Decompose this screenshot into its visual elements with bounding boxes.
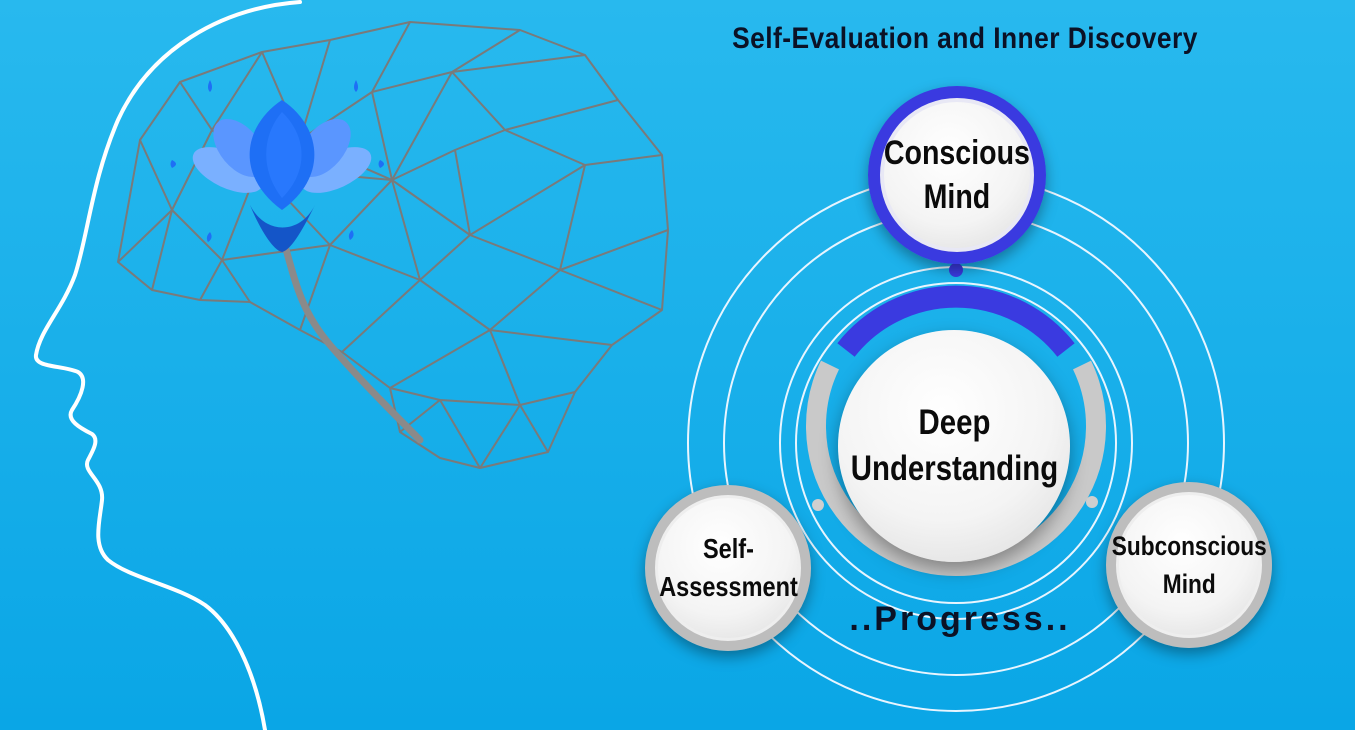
subconscious-mind-label-line1: Subconscious [1111, 531, 1267, 561]
head-profile-icon [34, 0, 302, 730]
inner-gray-arc [806, 360, 1106, 577]
inner-blue-arc [837, 285, 1075, 357]
connector-dot-right [1086, 496, 1098, 508]
connector-dot-top [949, 263, 963, 277]
deep-understanding-label-line1: Deep [918, 403, 990, 442]
subconscious-mind-label-line2: Mind [1162, 569, 1216, 599]
brain-mesh-icon [117, 21, 669, 469]
self-assessment-node: Self- Assessment [645, 485, 811, 651]
self-assessment-label-line1: Self- [702, 533, 754, 564]
conscious-mind-label-line1: Conscious [883, 134, 1031, 172]
subconscious-mind-node: Subconscious Mind [1106, 482, 1272, 648]
connector-dot-left [812, 499, 824, 511]
progress-label: ..Progress.. [849, 600, 1071, 638]
self-assessment-label-line2: Assessment [658, 571, 798, 602]
deep-understanding-node: Deep Understanding [838, 330, 1070, 562]
deep-understanding-label-line2: Understanding [850, 449, 1058, 488]
conscious-mind-label-line2: Mind [923, 178, 991, 216]
conscious-mind-node: Conscious Mind [868, 86, 1046, 264]
diagram-title: Self-Evaluation and Inner Discovery [732, 22, 1198, 55]
lotus-flower-icon [170, 80, 424, 444]
